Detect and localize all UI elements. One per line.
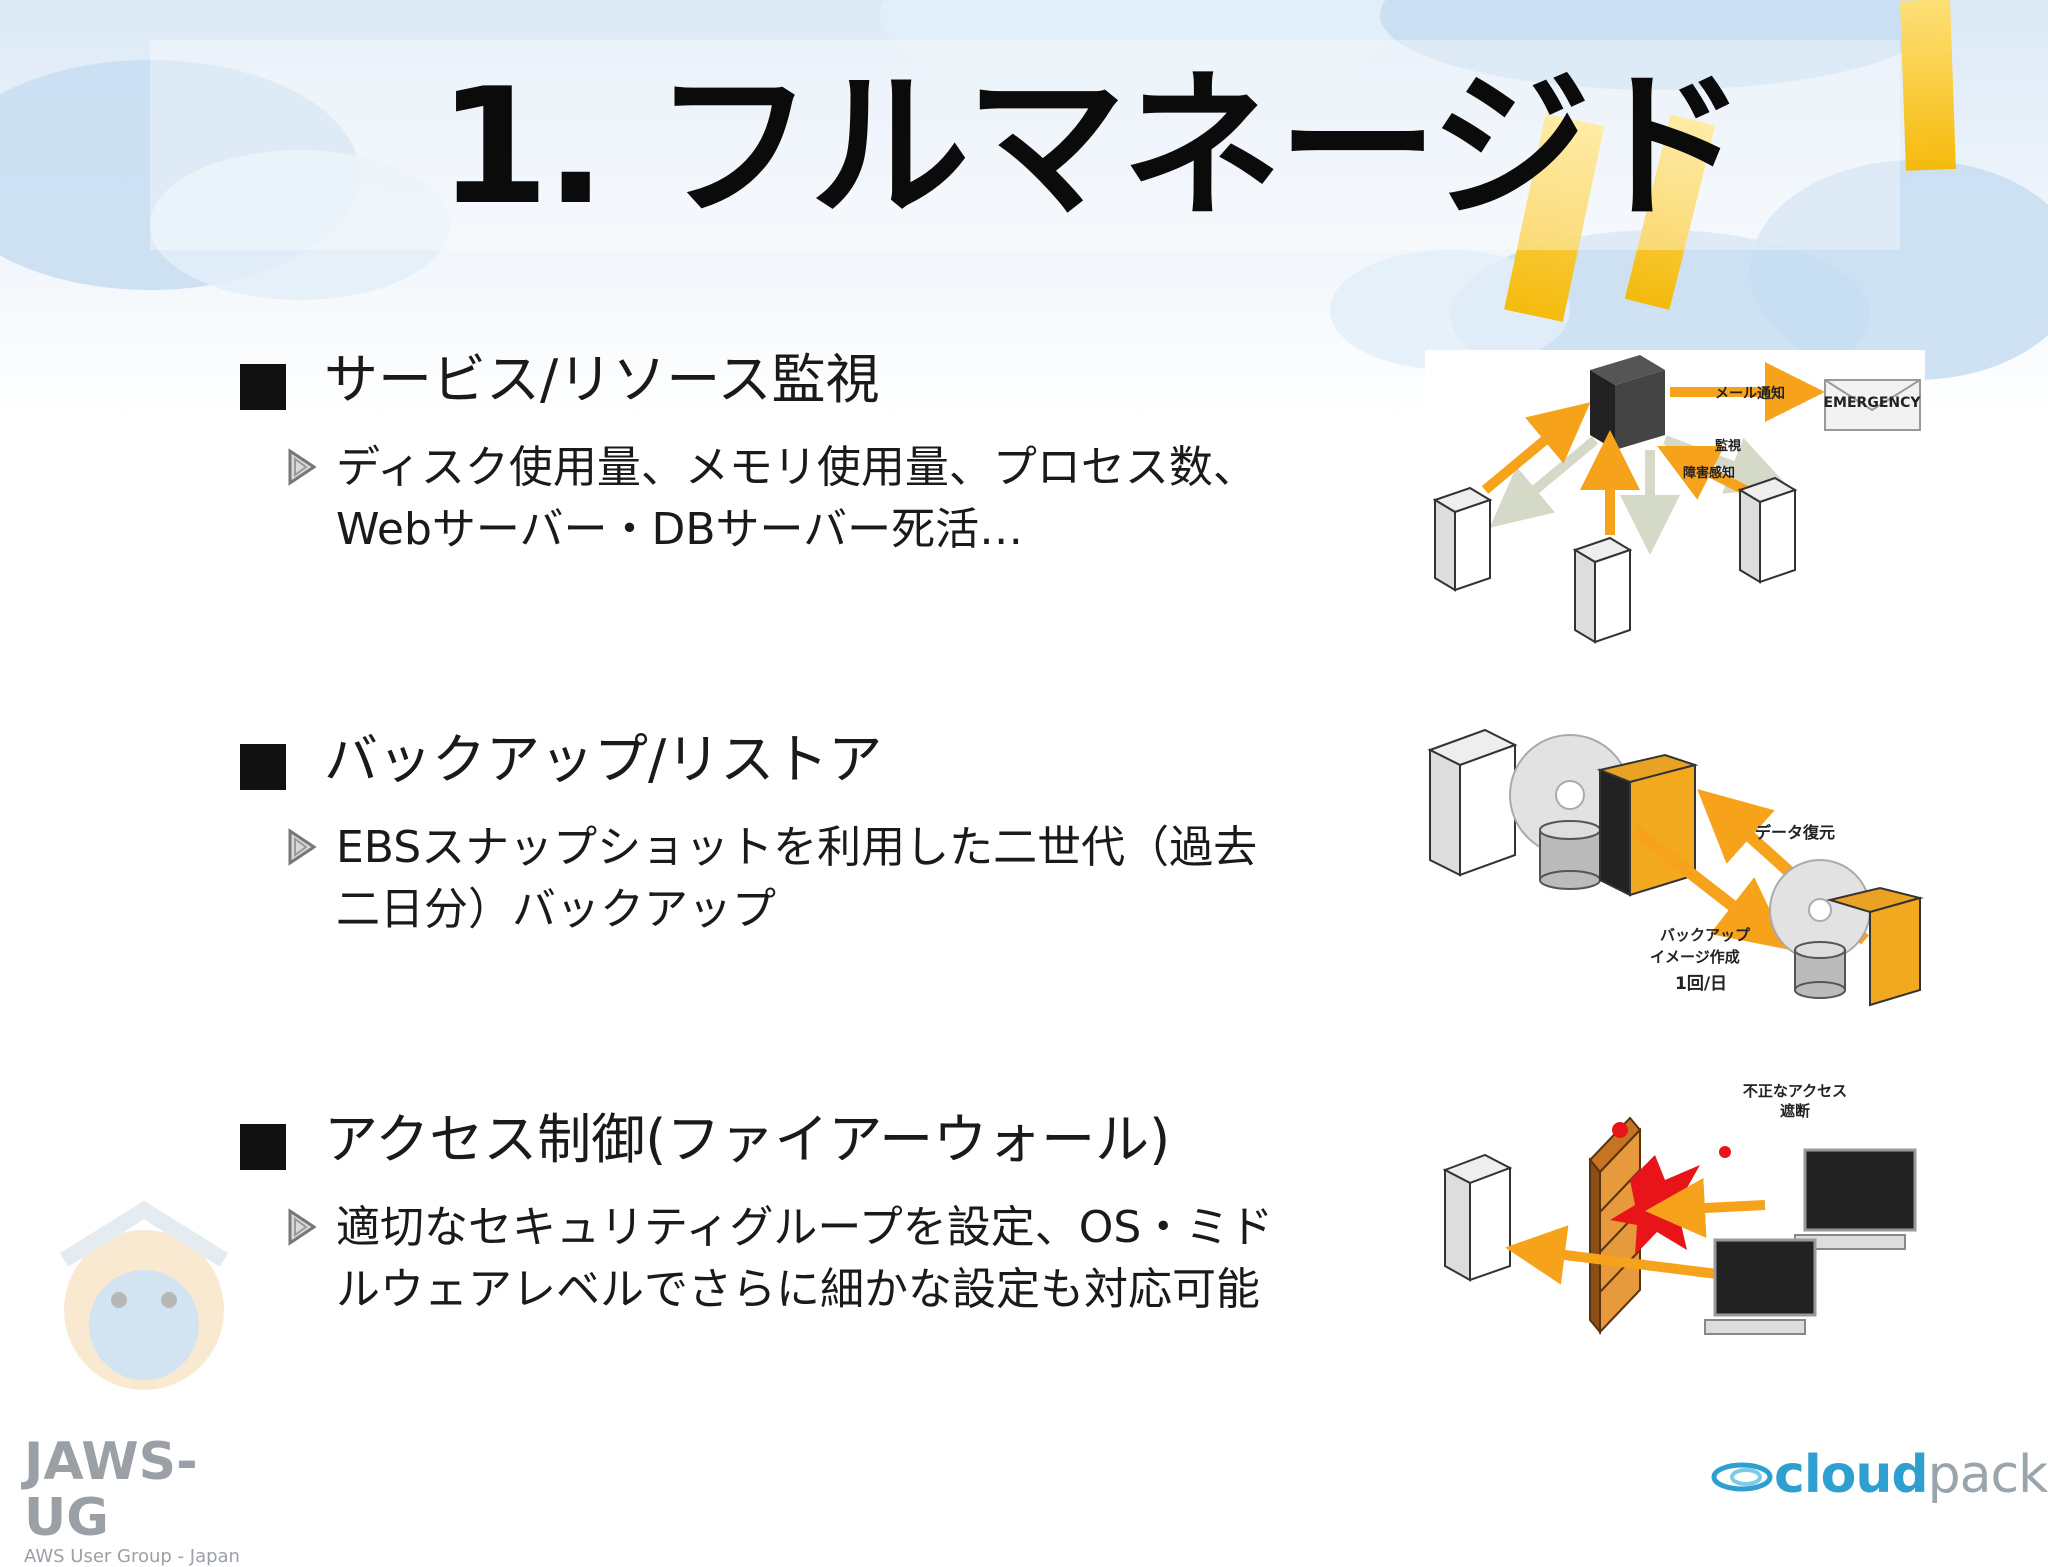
server-icon: [1427, 728, 1518, 877]
sub-bullet: 適切なセキュリティグループを設定、OS・ミド ルウェアレベルでさらに細かな設定も…: [286, 1197, 1400, 1321]
square-bullet-icon: [240, 364, 286, 410]
alert-arrow: [1657, 446, 1748, 500]
jaws-ug-subtext: AWS User Group - Japan: [24, 1546, 240, 1567]
monitor-icon: [1704, 1238, 1817, 1335]
spark-icon: [1719, 1146, 1731, 1158]
envelope-icon: [1824, 379, 1921, 431]
server-icon: [1572, 536, 1633, 644]
database-icon: [1539, 820, 1601, 890]
sub-bullet: ディスク使用量、メモリ使用量、プロセス数、 Webサーバー・DBサーバー死活…: [286, 437, 1400, 561]
alert-arrow: [1481, 402, 1591, 494]
heading-text: サービス/リソース監視: [324, 348, 880, 411]
database-icon: [1794, 941, 1846, 999]
monitoring-illustration: EMERGENCY メール通知 監視 障害感知: [1425, 350, 1925, 650]
shark-mascot-icon: [59, 1200, 229, 1390]
detect-label: 障害感知: [1683, 465, 1735, 481]
backup-arrow: [1631, 825, 1789, 950]
slide-title: 1. フルマネージド: [438, 53, 1747, 240]
bullet-text: EBSスナップショットを利用した二世代（過去 二日分）バックアップ: [336, 822, 1258, 935]
brick-wall-icon: [1588, 1116, 1642, 1335]
storage-box-icon: [1826, 886, 1924, 1007]
server-dark-icon: [1590, 355, 1665, 450]
server-icon: [1432, 486, 1493, 592]
cloud-shape: [1750, 160, 2048, 380]
attack-arrow: [1645, 1178, 1766, 1238]
backup-label-1: バックアップ: [1660, 926, 1751, 944]
block-label-1: 不正なアクセス: [1743, 1082, 1847, 1100]
jaws-ug-logo: JAWS-UG AWS User Group - Japan: [24, 1200, 274, 1567]
spark-icon: [1612, 1122, 1628, 1138]
block-label-2: 遮断: [1780, 1102, 1810, 1120]
storage-box-icon: [1596, 753, 1699, 897]
square-bullet-icon: [240, 1124, 286, 1170]
sub-bullet: EBSスナップショットを利用した二世代（過去 二日分）バックアップ: [286, 817, 1400, 941]
bullet-text: 適切なセキュリティグループを設定、OS・ミド ルウェアレベルでさらに細かな設定も…: [336, 1202, 1274, 1315]
section-monitoring: サービス/リソース監視 ディスク使用量、メモリ使用量、プロセス数、 Webサーバ…: [240, 345, 1400, 561]
cloudpack-text-cloud: cloud: [1774, 1445, 1929, 1505]
cloudpack-swirl-icon: [1711, 1462, 1773, 1492]
section-heading: バックアップ/リストア: [240, 725, 1400, 795]
monitor-icon: [1794, 1148, 1917, 1250]
triangle-arrow-icon: [288, 828, 317, 866]
section-heading: アクセス制御(ファイアーウォール): [240, 1105, 1400, 1175]
allowed-arrow: [1505, 1225, 1726, 1285]
emergency-label: EMERGENCY: [1823, 395, 1921, 411]
monitor-label: 監視: [1715, 438, 1741, 454]
backup-label-3: 1回/日: [1675, 974, 1727, 994]
disc-hole: [1555, 780, 1585, 810]
heading-text: バックアップ/リストア: [324, 728, 883, 791]
section-backup: バックアップ/リストア EBSスナップショットを利用した二世代（過去 二日分）バ…: [240, 725, 1400, 941]
server-icon: [1737, 476, 1798, 584]
bullet-text: ディスク使用量、メモリ使用量、プロセス数、 Webサーバー・DBサーバー死活…: [336, 442, 1257, 555]
section-heading: サービス/リソース監視: [240, 345, 1400, 415]
cloudpack-text-pack: pack: [1927, 1445, 2048, 1505]
triangle-arrow-icon: [288, 1208, 317, 1246]
triangle-arrow-icon: [288, 448, 317, 486]
mail-label: メール通知: [1715, 385, 1785, 402]
cloudpack-logo: cloud pack: [1710, 1440, 2048, 1510]
jaws-ug-text: JAWS-UG: [24, 1432, 198, 1548]
heading-text: アクセス制御(ファイアーウォール): [324, 1108, 1171, 1171]
firewall-illustration: 不正なアクセス 遮断: [1442, 1082, 1917, 1335]
backup-label-2: イメージ作成: [1650, 948, 1740, 966]
server-icon: [1442, 1153, 1513, 1282]
square-bullet-icon: [240, 744, 286, 790]
backup-illustration: データ復元 バックアップ イメージ作成 1回/日: [1427, 728, 1924, 1007]
restore-label: データ復元: [1755, 823, 1835, 842]
sun-ray: [1900, 0, 1956, 171]
title-band: [150, 40, 1900, 250]
cloud-shape: [150, 150, 450, 300]
disc-hole: [1808, 898, 1832, 922]
section-firewall: アクセス制御(ファイアーウォール) 適切なセキュリティグループを設定、OS・ミド…: [240, 1105, 1400, 1321]
